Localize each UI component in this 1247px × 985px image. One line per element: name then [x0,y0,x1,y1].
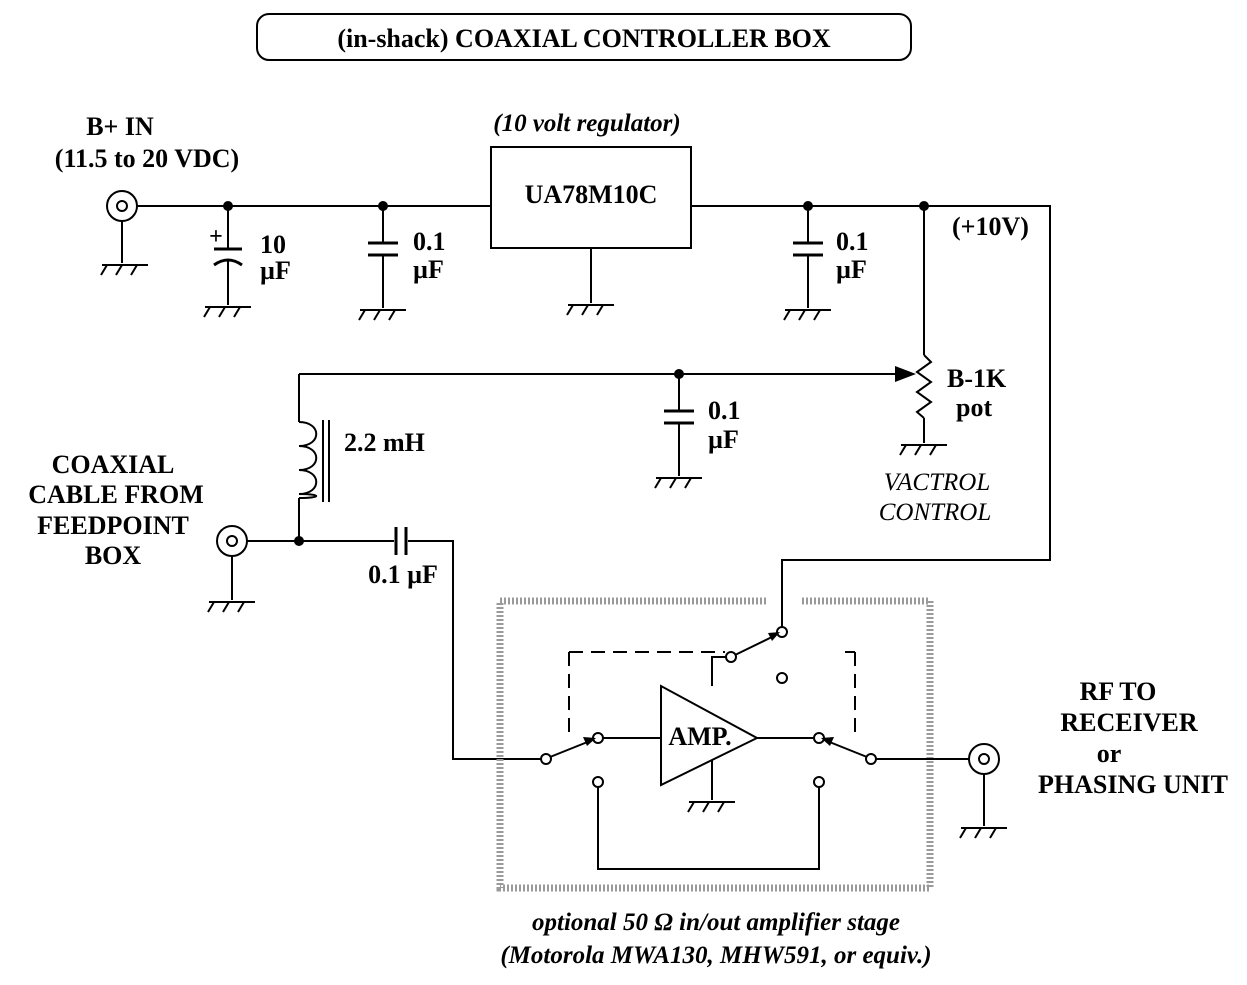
coupling-cap-label: 0.1 µF [368,560,438,589]
coax-label-line1: COAXIAL [52,450,175,479]
b-plus-range-label: (11.5 to 20 VDC) [55,144,239,173]
coupling-capacitor-01uf [394,527,408,555]
rf-label-line2: RECEIVER [1060,708,1197,737]
amp-label: AMP. [668,722,731,751]
regulator-part-label: UA78M10C [525,180,658,209]
pot-value-label: B-1K [947,364,1007,393]
regulated-10v-rail-wire [691,205,1051,605]
cap-10uf-value: 10 [260,230,286,259]
b-plus-in-connector [106,190,138,263]
b-plus-in-label: B+ IN [86,112,154,141]
ground-symbol [358,309,406,321]
amplifier-enclosure [496,597,934,892]
coax-label-line3: FEEDPOINT [37,511,189,540]
capacitor-01uf-input [368,206,398,308]
ground-symbol [203,306,251,318]
potentiometer-b1k [915,206,933,443]
cap-01uf-b-value: 0.1 [836,227,869,256]
rf-label-line3: or [1097,739,1122,768]
cap-01uf-a-unit: µF [413,255,444,284]
ground-symbol [959,827,1007,839]
amp-power-switch [711,605,788,686]
capacitor-01uf-output [793,206,823,308]
amp-output-switch [813,732,877,788]
regulator-note: (10 volt regulator) [493,110,681,137]
page-title: (in-shack) COAXIAL CONTROLLER BOX [337,24,831,53]
rf-output-connector [968,743,1000,826]
amplifier-control-dashed-box [568,651,856,732]
inductor-label: 2.2 mH [344,428,425,457]
cap-01uf-b-unit: µF [836,255,867,284]
title-box [256,13,912,61]
amplifier-triangle [660,684,760,800]
bypass-wire [597,787,820,870]
rf-label-line4: PHASING UNIT [1038,770,1228,799]
plus-10v-label: (+10V) [952,212,1029,241]
electrolytic-capacitor-10uf [213,206,243,305]
ground-symbol [654,477,702,489]
ground-symbol [566,304,614,316]
vactrol-label-line2: CONTROL [879,499,992,526]
cap-10uf-unit: µF [260,256,291,285]
coax-label-line2: CABLE FROM [28,480,204,509]
ground-symbol [100,264,148,276]
optional-stage-caption-line1: optional 50 Ω in/out amplifier stage [532,909,900,936]
polarity-plus-label: + [209,224,223,250]
cap-01uf-c-unit: µF [708,425,739,454]
ground-symbol [783,309,831,321]
wiper-arrow-icon [895,366,916,382]
cap-01uf-a-value: 0.1 [413,227,446,256]
vactrol-label-line1: VACTROL [884,469,991,496]
optional-stage-caption-line2: (Motorola MWA130, MHW591, or equiv.) [500,942,931,969]
inductor-22mh [298,374,330,541]
junction-dot [294,536,304,546]
regulator-box [490,146,692,249]
ground-symbol [207,601,255,613]
coax-label-line4: BOX [85,541,142,570]
capacitor-01uf-wiper [664,374,694,476]
ground-symbol [687,801,735,813]
cap-01uf-c-value: 0.1 [708,396,741,425]
amp-input-switch [540,732,661,788]
ground-symbol [899,444,947,456]
rf-label-line1: RF TO [1080,677,1157,706]
pot-word-label: pot [956,393,992,422]
coax-feedpoint-connector [216,525,248,600]
